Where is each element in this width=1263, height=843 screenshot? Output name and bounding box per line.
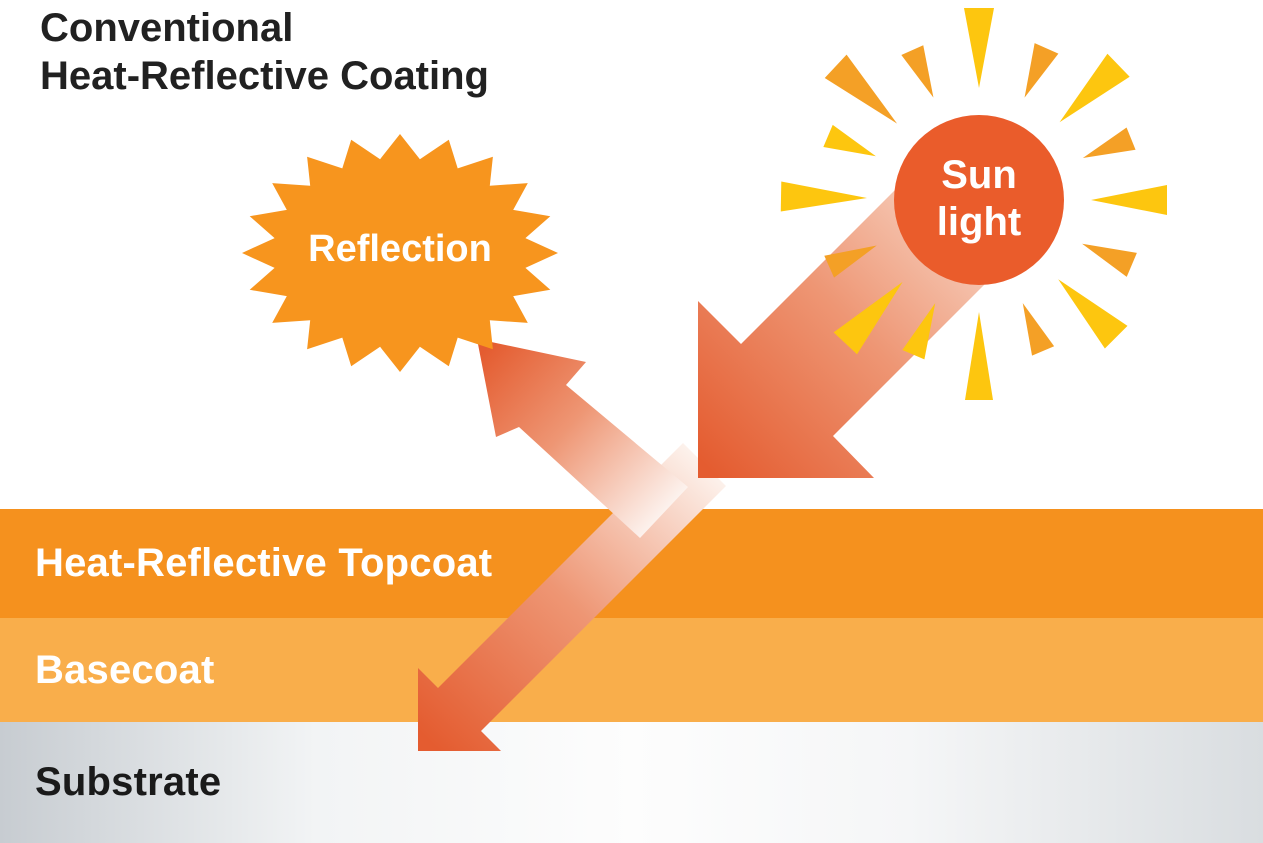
layer-label-basecoat: Basecoat [35, 647, 215, 692]
diagram-title: Conventional Heat-Reflective Coating [40, 4, 489, 100]
sun-ray [1022, 303, 1055, 356]
layer-substrate: Substrate [0, 722, 1263, 843]
sun-ray [901, 45, 934, 98]
sun-ray [1091, 185, 1167, 215]
sun-ray [1059, 53, 1130, 123]
sun-ray [964, 8, 994, 88]
sun-ray [1082, 127, 1136, 159]
sun-ray [823, 124, 876, 157]
sun-ray [824, 54, 898, 124]
sun-ray [833, 281, 903, 355]
sun-circle [894, 115, 1064, 285]
sun-ray [780, 181, 868, 212]
layer-label-topcoat: Heat-Reflective Topcoat [35, 541, 493, 585]
title-line-1: Conventional [40, 6, 294, 50]
layer-basecoat: Basecoat [0, 618, 1263, 722]
layer-label-substrate: Substrate [35, 760, 222, 804]
sun-label: Sun light [879, 152, 1079, 246]
sun-label-line-1: Sun [941, 153, 1017, 197]
reflection-label: Reflection [308, 228, 492, 270]
sun-ray [1058, 279, 1128, 349]
sun-ray [824, 245, 877, 278]
sun-ray [1082, 243, 1137, 277]
sun-rays [780, 8, 1167, 400]
sun-label-line-2: light [936, 200, 1022, 244]
title-line-2: Heat-Reflective Coating [40, 54, 489, 98]
reflection-arrow [477, 339, 688, 538]
reflection-star-burst [242, 134, 558, 372]
sun-ray [902, 303, 936, 360]
sun-ray [1024, 43, 1059, 98]
sun-ray [965, 312, 993, 400]
